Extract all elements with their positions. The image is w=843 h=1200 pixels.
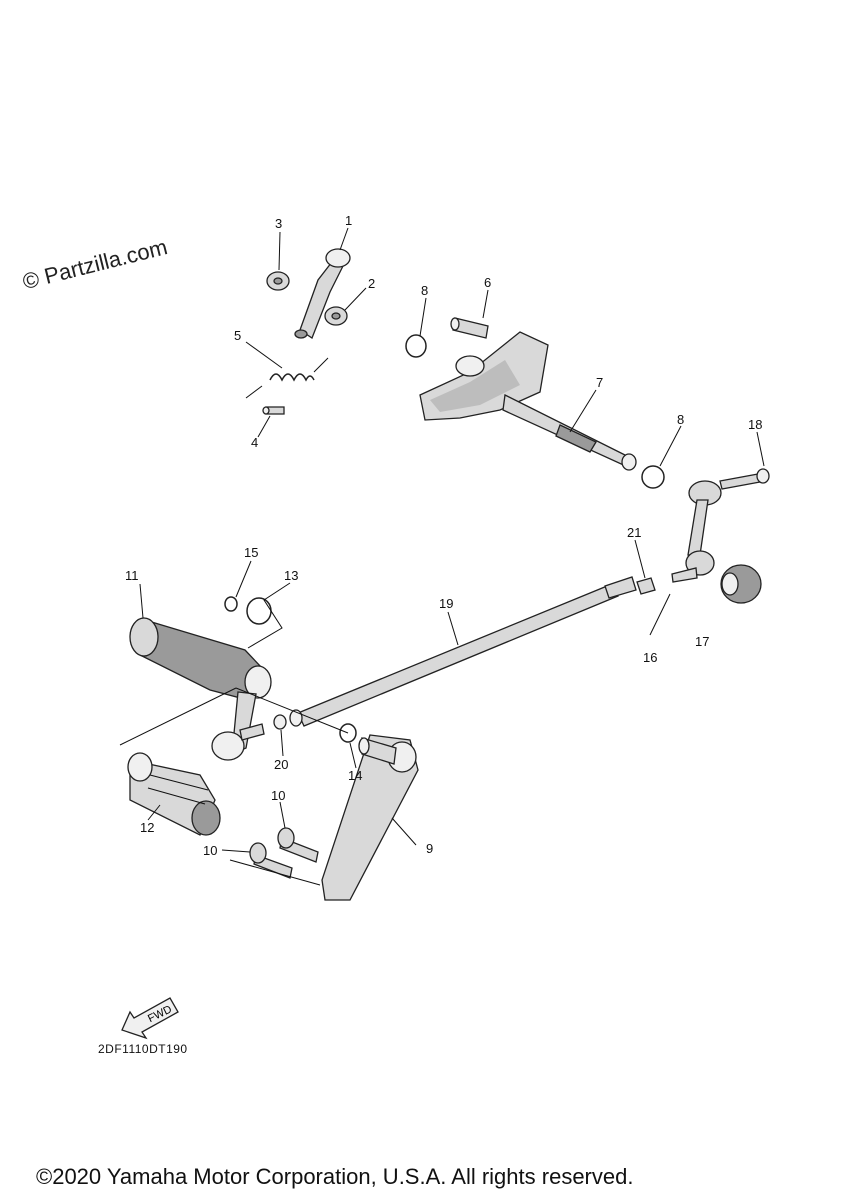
callout-18: 18 [748,417,762,432]
callout-14: 14 [348,768,362,783]
callout-labels: 1 2 3 4 5 6 7 8 8 9 10 10 11 12 13 14 15… [125,213,762,858]
callout-10b: 10 [203,843,217,858]
diagram-code: 2DF1110DT190 [98,1042,188,1056]
shift-arm-assembly [245,248,351,415]
callout-10a: 10 [271,788,285,803]
callout-1: 1 [345,213,352,228]
callout-15: 15 [244,545,258,560]
callout-7: 7 [596,375,603,390]
callout-21: 21 [627,525,641,540]
shift-lower-arm [249,734,419,901]
callout-17: 17 [695,634,709,649]
callout-3: 3 [275,216,282,231]
callout-4: 4 [251,435,258,450]
callout-6: 6 [484,275,491,290]
callout-16: 16 [643,650,657,665]
shift-rubber [127,752,221,836]
leader-lines [119,227,765,886]
callout-11: 11 [125,568,139,583]
shift-shaft-assembly [405,317,665,489]
copyright-notice: ©2020 Yamaha Motor Corporation, U.S.A. A… [36,1164,634,1189]
callout-13: 13 [284,568,298,583]
callout-5: 5 [234,328,241,343]
shift-rod-end-assembly [636,468,770,604]
callout-9: 9 [426,841,433,856]
shift-lever-assembly [129,596,357,761]
fwd-arrow-icon: FWD [121,997,179,1040]
callout-8a: 8 [421,283,428,298]
callout-8b: 8 [677,412,684,427]
callout-19: 19 [439,596,453,611]
callout-12: 12 [140,820,154,835]
shift-rod [289,576,637,727]
callout-20: 20 [274,757,288,772]
callout-2: 2 [368,276,375,291]
